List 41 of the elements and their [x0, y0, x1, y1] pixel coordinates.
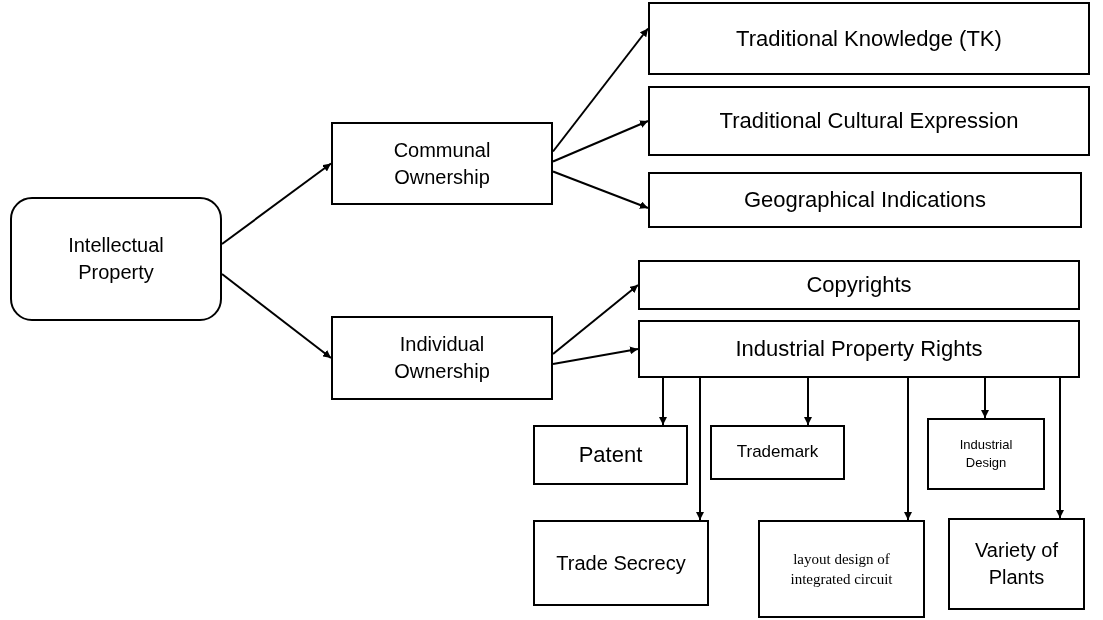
- arrow: [552, 284, 639, 355]
- process-box: [638, 260, 1080, 310]
- arrow: [552, 120, 649, 163]
- arrow: [981, 377, 989, 419]
- box-label: Traditional Cultural Expression: [719, 107, 1019, 136]
- process-box: [331, 122, 553, 205]
- process-box: [648, 86, 1090, 156]
- box-label: Variety of Plants: [974, 538, 1059, 590]
- box-label: Communal Ownership: [392, 137, 492, 190]
- process-box: [331, 316, 553, 400]
- process-box: [638, 320, 1080, 378]
- box-label: Intellectual Property: [67, 233, 165, 285]
- box-label: Traditional Knowledge (TK): [736, 24, 1002, 53]
- box-label: Patent: [578, 441, 643, 470]
- process-box: [533, 520, 709, 606]
- arrow: [221, 273, 332, 359]
- box-label: Trade Secrecy: [556, 550, 686, 576]
- arrow: [552, 346, 639, 365]
- box-label: Industrial Property Rights: [735, 335, 983, 364]
- arrow: [904, 377, 912, 521]
- process-box: [648, 2, 1090, 75]
- process-box: [10, 197, 222, 321]
- box-label: Geographical Indications: [743, 186, 987, 215]
- process-box: [927, 418, 1045, 490]
- arrow: [552, 170, 649, 209]
- box-label: Individual Ownership: [393, 332, 491, 384]
- arrow: [659, 377, 667, 426]
- arrow: [696, 377, 704, 521]
- arrow: [221, 162, 332, 245]
- box-label: Industrial Design: [958, 436, 1014, 472]
- box-label: Copyrights: [806, 271, 912, 300]
- box-label: Trademark: [736, 441, 819, 464]
- process-box: [533, 425, 688, 485]
- arrow: [552, 27, 649, 153]
- process-box: [948, 518, 1085, 610]
- process-box: [758, 520, 925, 618]
- box-label: layout design of integrated circuit: [789, 549, 894, 589]
- arrow: [1056, 377, 1064, 519]
- arrow: [804, 377, 812, 426]
- process-box: [648, 172, 1082, 228]
- process-box: [710, 425, 845, 480]
